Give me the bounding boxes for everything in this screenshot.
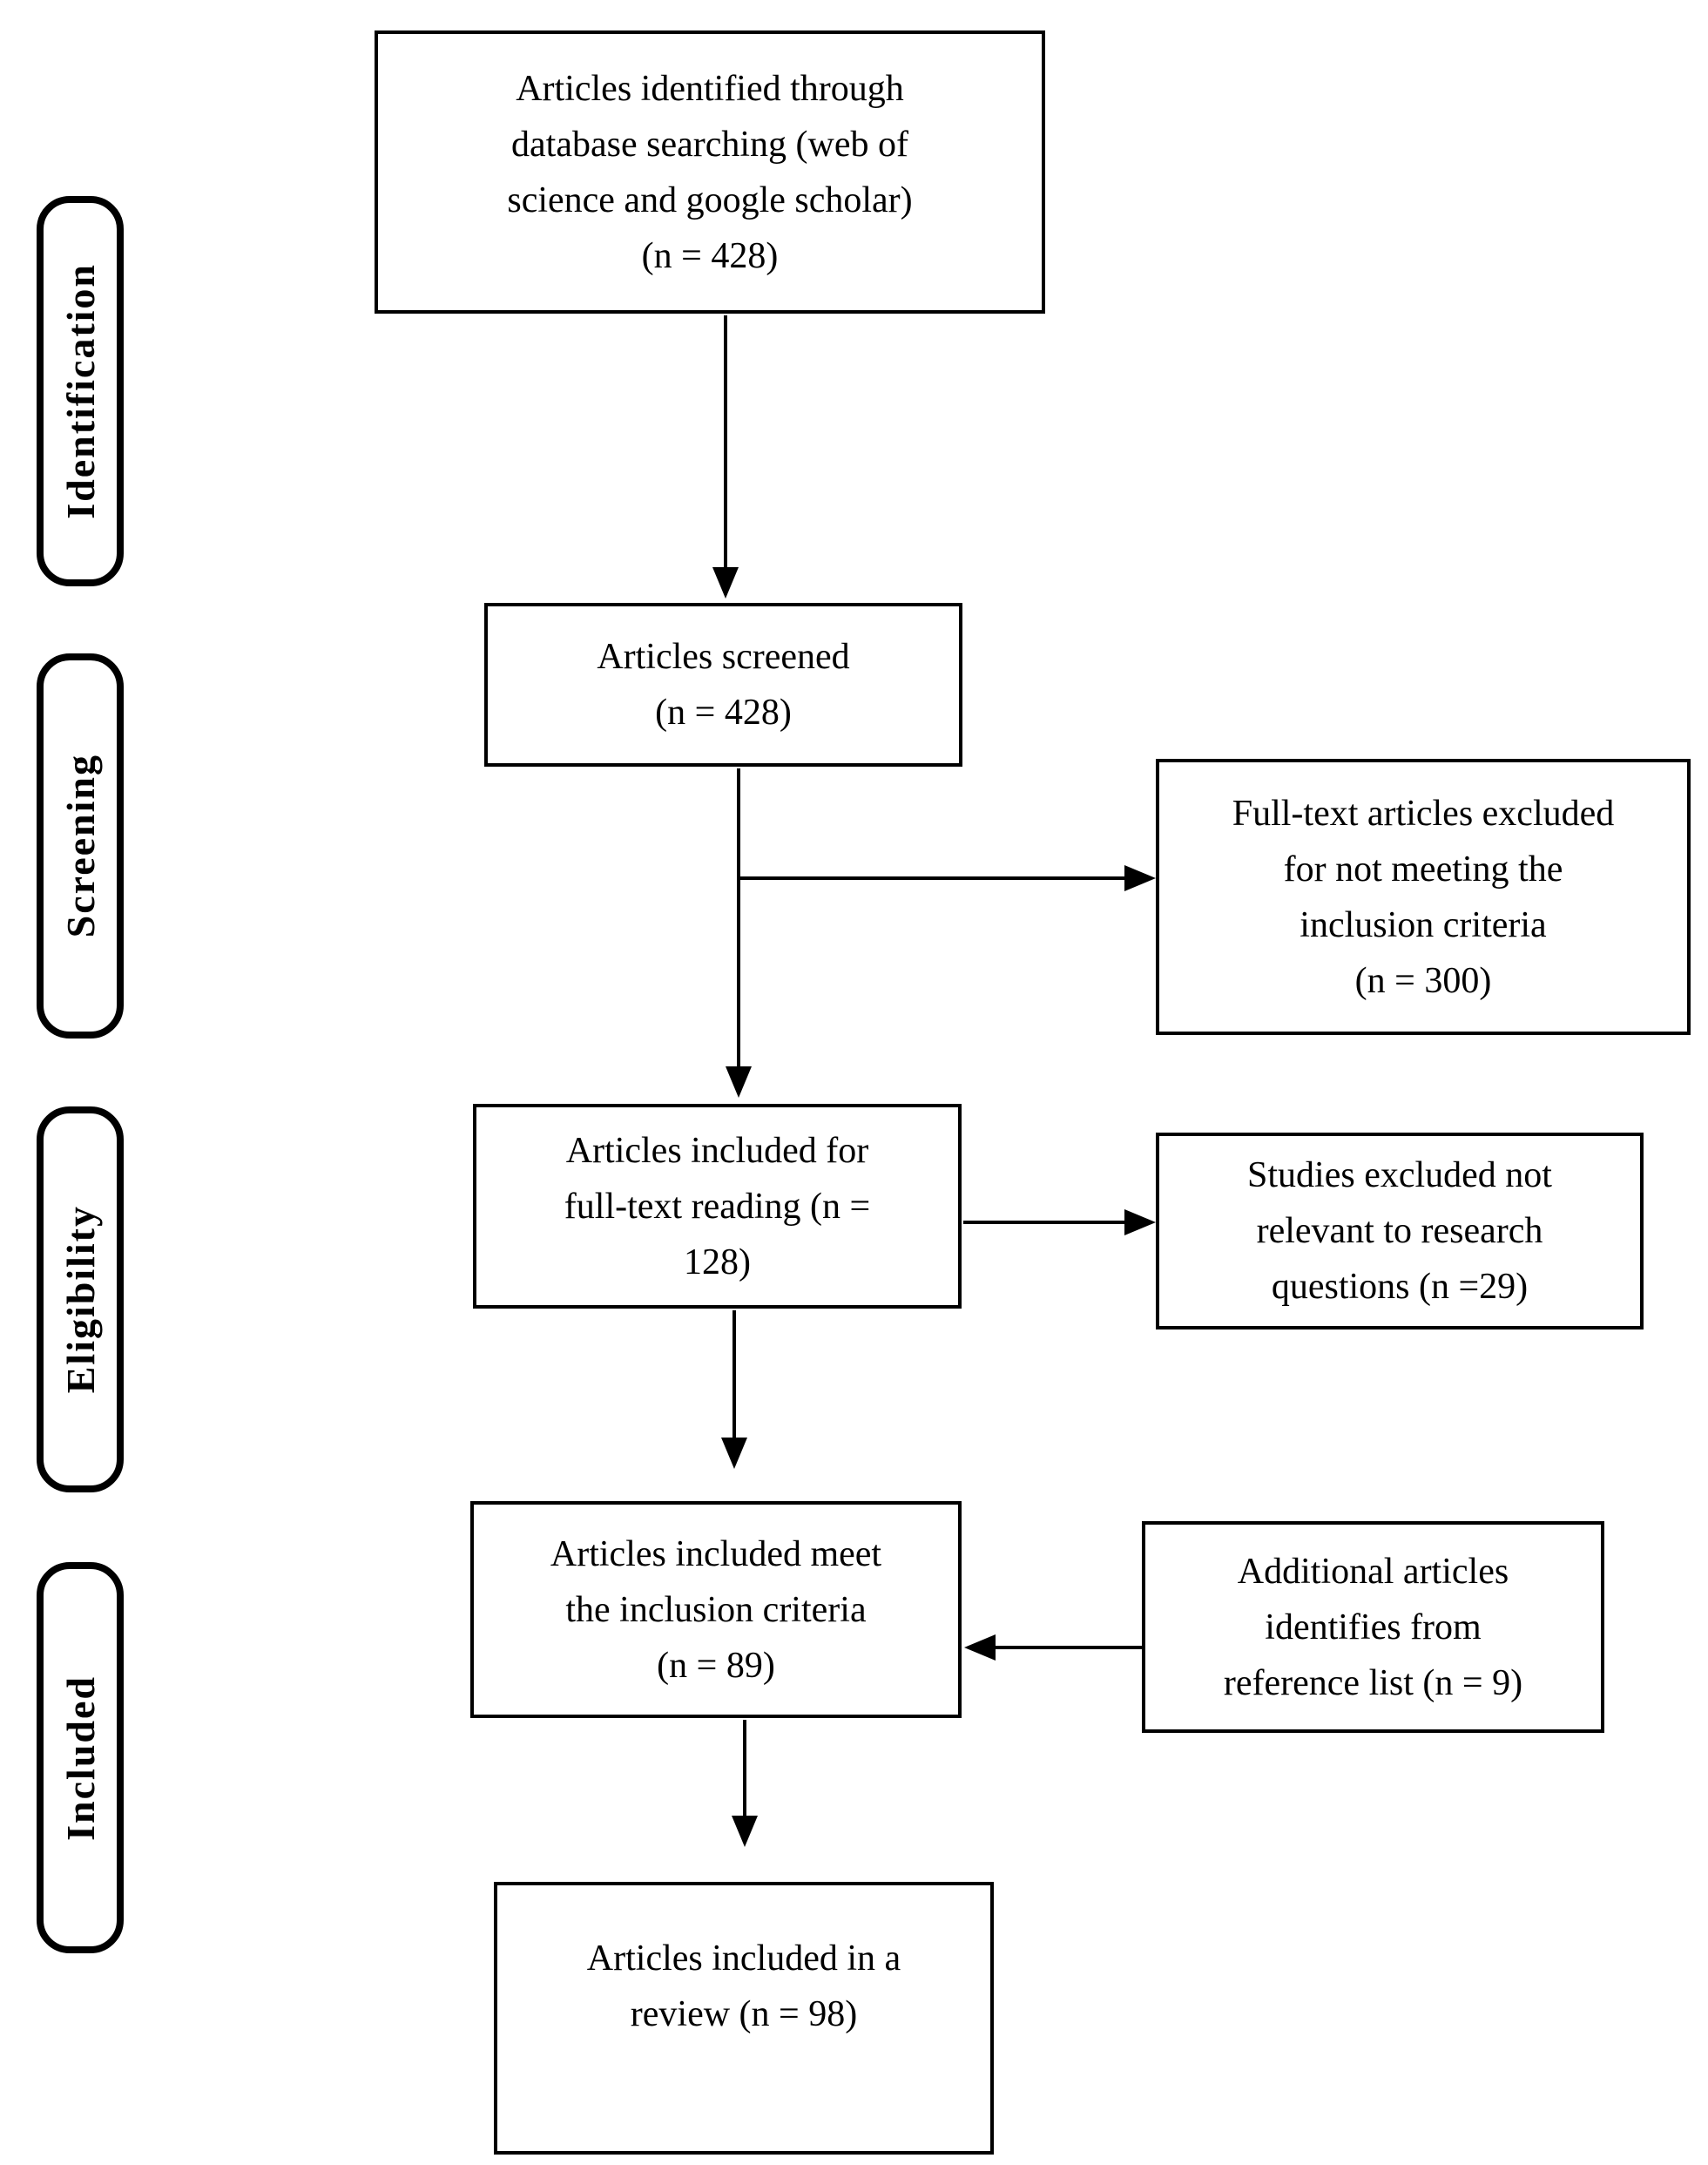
box-additional-articles: Additional articles identifies from refe… (1142, 1521, 1604, 1733)
box-articles-identified: Articles identified through database sea… (375, 30, 1045, 314)
arrow-identified-to-screened (712, 315, 739, 599)
arrow-head-down-icon (726, 1066, 752, 1098)
stage-screening-label: Screening (57, 754, 103, 938)
arrow-head-down-icon (732, 1816, 758, 1847)
box-studies-excluded: Studies excluded not relevant to researc… (1156, 1133, 1644, 1329)
stage-eligibility-label: Eligibility (57, 1205, 103, 1394)
box-fulltext-articles-excluded-text: Full-text articles excluded for not meet… (1232, 793, 1615, 1001)
stage-screening: Screening (37, 653, 124, 1039)
box-articles-fulltext-reading-text: Articles included for full-text reading … (564, 1130, 871, 1282)
box-articles-in-review: Articles included in a review (n = 98) (494, 1882, 994, 2155)
arrow-head-right-icon (1124, 1209, 1156, 1235)
arrow-additional-to-meet-criteria (964, 1634, 1142, 1661)
arrow-screened-to-fulltext-excluded (739, 865, 1156, 891)
arrow-head-down-icon (721, 1438, 747, 1469)
stage-included-label: Included (57, 1674, 103, 1841)
box-studies-excluded-text: Studies excluded not relevant to researc… (1247, 1155, 1552, 1307)
stage-included: Included (37, 1562, 124, 1953)
box-articles-in-review-text: Articles included in a review (n = 98) (586, 1938, 901, 2034)
arrow-fulltext-reading-to-studies-excluded (963, 1209, 1156, 1235)
box-articles-meet-criteria-text: Articles included meet the inclusion cri… (550, 1533, 882, 1686)
stage-identification-label: Identification (57, 263, 103, 519)
stage-eligibility: Eligibility (37, 1106, 124, 1492)
box-articles-identified-text: Articles identified through database sea… (507, 68, 913, 276)
box-additional-articles-text: Additional articles identifies from refe… (1223, 1551, 1523, 1703)
arrow-meet-criteria-to-review (732, 1720, 758, 1847)
stage-identification: Identification (37, 196, 124, 586)
arrow-head-left-icon (964, 1634, 996, 1661)
arrow-fulltext-reading-to-meet-criteria (721, 1310, 747, 1469)
box-articles-fulltext-reading: Articles included for full-text reading … (473, 1104, 962, 1309)
box-articles-meet-criteria: Articles included meet the inclusion cri… (470, 1501, 962, 1718)
arrow-screened-to-fulltext-reading (726, 768, 752, 1098)
box-articles-screened: Articles screened (n = 428) (484, 603, 962, 767)
box-fulltext-articles-excluded: Full-text articles excluded for not meet… (1156, 759, 1691, 1035)
box-articles-screened-text: Articles screened (n = 428) (597, 637, 850, 733)
arrow-head-down-icon (712, 567, 739, 599)
arrow-head-right-icon (1124, 865, 1156, 891)
